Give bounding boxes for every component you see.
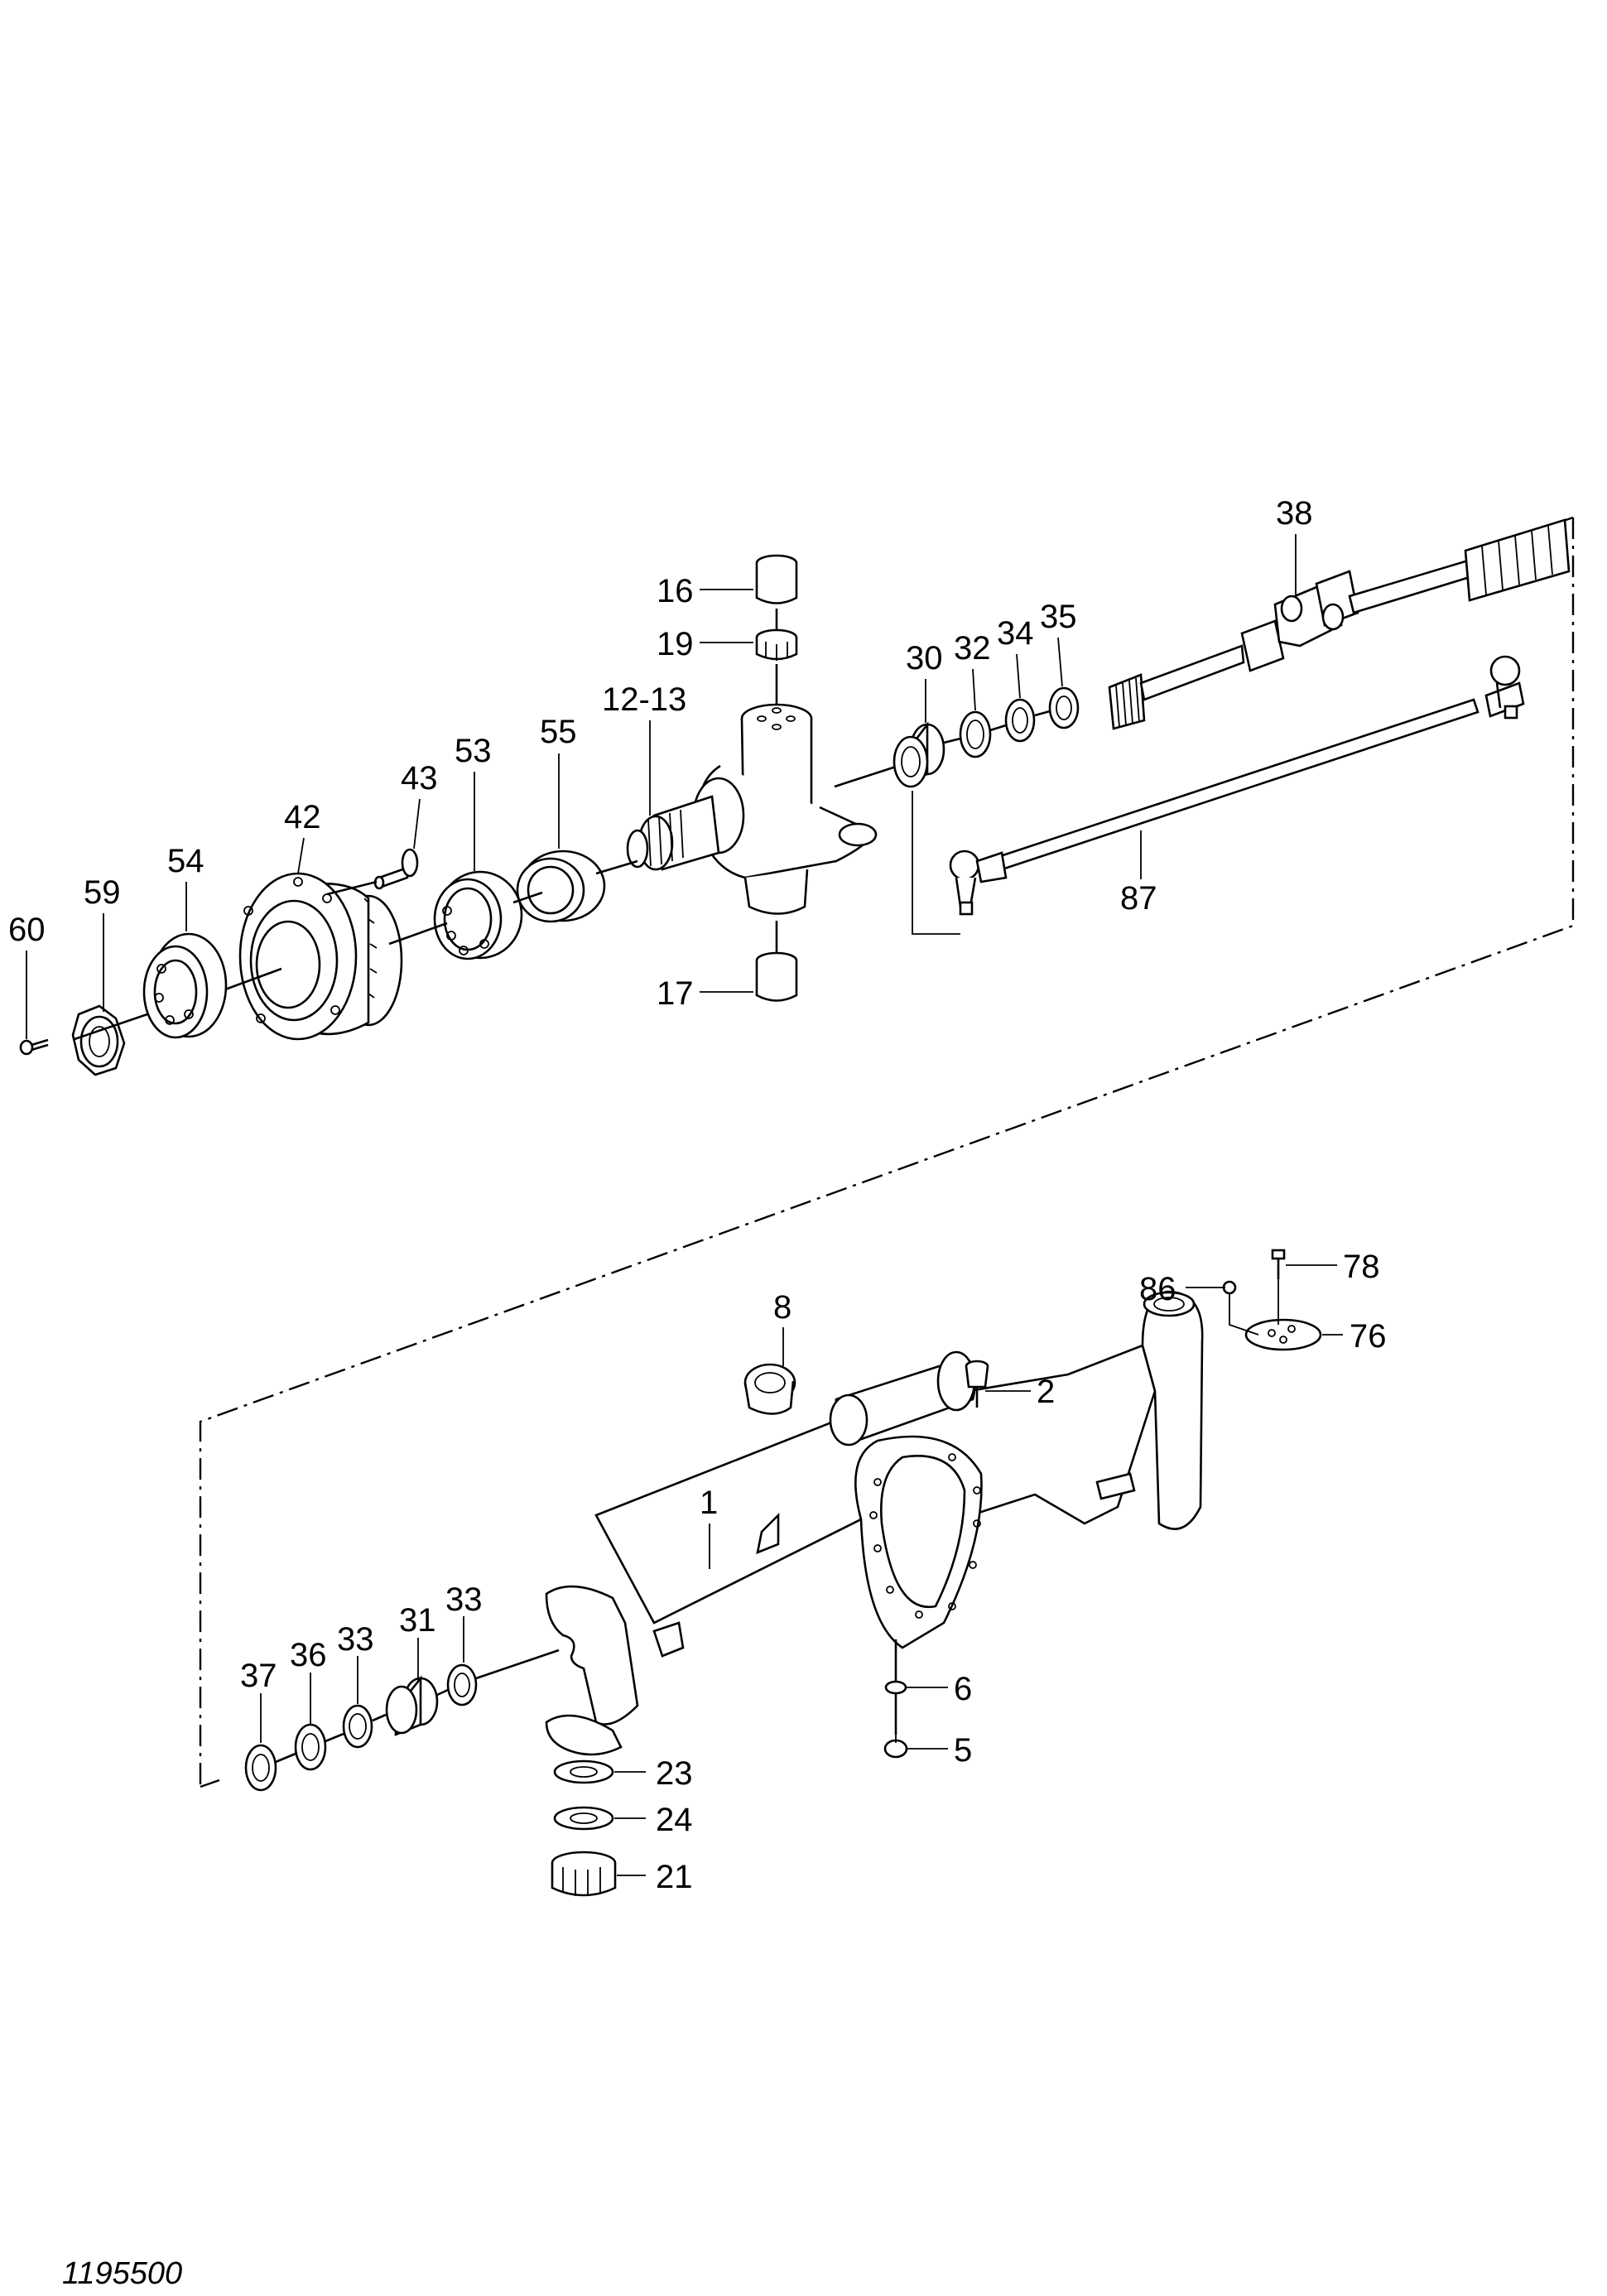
- stud-43: [373, 848, 419, 890]
- steering-knuckle: [626, 703, 899, 915]
- callout-23: 23: [656, 1755, 693, 1792]
- callout-30: 30: [906, 640, 943, 676]
- bearing-30: [893, 721, 945, 788]
- axle-housing-1: [545, 1290, 1204, 1756]
- screw-60: [19, 1038, 49, 1056]
- bolt-78: [1271, 1249, 1286, 1325]
- callout-59: 59: [84, 874, 121, 911]
- callout-8: 8: [773, 1289, 791, 1326]
- callout-2: 2: [1037, 1374, 1055, 1410]
- callout-31: 31: [399, 1602, 436, 1639]
- callout-12-13: 12-13: [602, 681, 686, 718]
- drive-shaft-38: [1108, 518, 1571, 730]
- callout-86: 86: [1139, 1271, 1176, 1307]
- needle-bearing-21: [551, 1851, 617, 1897]
- callout-38: 38: [1276, 495, 1313, 532]
- callout-78: 78: [1343, 1249, 1380, 1285]
- drawing-number: 1195500: [62, 2256, 182, 2291]
- bushing-16: [755, 554, 798, 604]
- callout-32: 32: [954, 630, 991, 667]
- bushing-8: [743, 1363, 796, 1415]
- bolt-2: [965, 1360, 989, 1408]
- callout-60: 60: [8, 912, 46, 948]
- callout-5: 5: [954, 1732, 972, 1769]
- upper-assembly-axis: [74, 859, 638, 1041]
- callout-37: 37: [240, 1658, 277, 1694]
- callout-54: 54: [167, 843, 204, 879]
- callout-76: 76: [1350, 1318, 1387, 1355]
- seal-55: [516, 850, 606, 923]
- plate-76: [1244, 1318, 1322, 1351]
- callout-1: 1: [700, 1485, 718, 1521]
- lock-nut-59: [71, 1004, 126, 1076]
- seal-34: [1004, 698, 1036, 743]
- callout-16: 16: [657, 573, 694, 609]
- washer-24: [553, 1806, 614, 1831]
- callout-33-left: 33: [337, 1621, 374, 1658]
- callout-19: 19: [657, 626, 694, 662]
- callout-34: 34: [997, 615, 1034, 652]
- callout-53: 53: [455, 733, 492, 769]
- seal-32: [959, 710, 992, 758]
- lower-left-parts: [244, 1649, 560, 1792]
- callout-24: 24: [656, 1802, 693, 1838]
- callout-42: 42: [284, 799, 321, 835]
- callout-17: 17: [657, 975, 694, 1012]
- callout-43: 43: [401, 760, 438, 797]
- callout-6: 6: [954, 1671, 972, 1707]
- callout-35: 35: [1040, 599, 1077, 635]
- callout-87: 87: [1120, 880, 1157, 917]
- seal-35: [1048, 686, 1080, 729]
- bearing-54: [142, 932, 228, 1039]
- bearing-53: [433, 870, 523, 960]
- wheel-hub-42: [238, 872, 403, 1041]
- washer-23: [553, 1759, 614, 1784]
- needle-bearing-19: [755, 628, 798, 661]
- nipple-86: [1222, 1280, 1259, 1336]
- callout-33-right: 33: [445, 1581, 483, 1618]
- leader-lines: [26, 534, 1343, 1876]
- bushing-17: [755, 951, 798, 1002]
- callout-21: 21: [656, 1859, 693, 1895]
- callout-55: 55: [540, 714, 577, 750]
- callout-36: 36: [290, 1637, 327, 1673]
- tie-rod-87: [949, 655, 1525, 916]
- bolt-5-washer-6: [883, 1639, 908, 1759]
